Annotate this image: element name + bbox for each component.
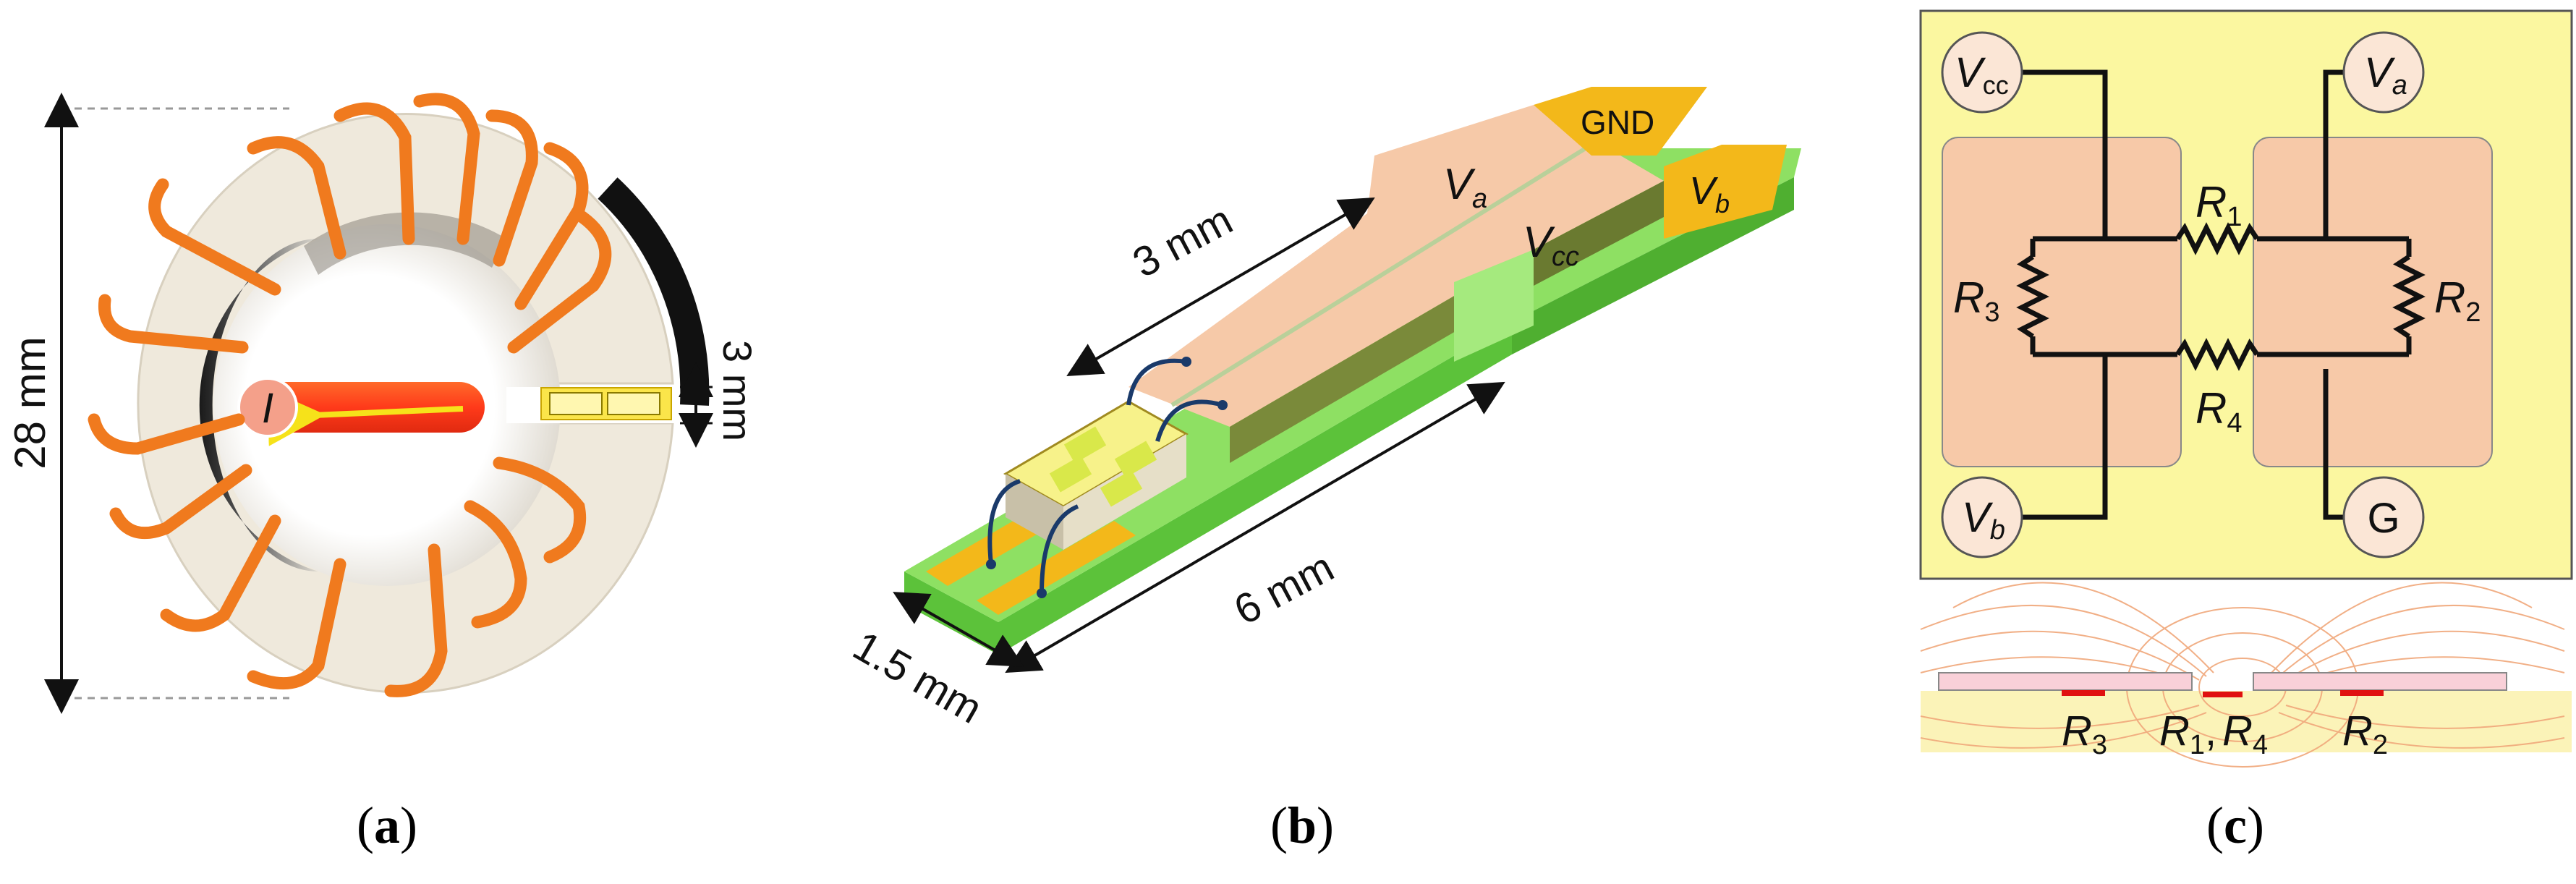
terminal-vcc-label: Vcc: [1955, 49, 2009, 100]
dim-6mm-label: 6 mm: [1227, 543, 1342, 634]
resistor-r1-label: R1: [2195, 178, 2242, 232]
sensor-chip: [540, 387, 672, 420]
pad-vcc-label: Vcc: [1523, 218, 1579, 272]
circuit-wires: [2015, 69, 2412, 520]
pad-gnd-shape: [1534, 87, 1707, 156]
section-r3-label: R3: [2062, 707, 2107, 760]
field-cross-section: R3 R1,R4 R2: [1920, 582, 2572, 768]
pad-va-label: Va: [1443, 160, 1487, 214]
winding-13: [88, 413, 245, 455]
left-copper-pad: [1942, 137, 2182, 467]
winding-9: [384, 543, 448, 697]
r2-element: [2340, 690, 2384, 696]
caption-a: (a): [357, 796, 417, 854]
r1r4-element: [2203, 692, 2243, 697]
winding-14: [98, 294, 249, 354]
toroid-windings: [88, 93, 612, 697]
pcb-notch-block: [1454, 250, 1534, 362]
current-symbol: I: [262, 385, 273, 432]
dim-15mm-label: 1.5 mm: [846, 622, 990, 733]
winding-6: [507, 211, 612, 354]
terminal-vb: [1941, 476, 2023, 558]
current-symbol-circle: [237, 377, 298, 438]
pad-vb-label: Vb: [1689, 169, 1730, 218]
winding-1: [247, 136, 347, 260]
current-direction-arrow: [266, 388, 464, 446]
resistor-r3-label: R3: [1953, 273, 1999, 328]
resistor-r1: [2175, 222, 2259, 255]
winding-15: [148, 178, 281, 296]
dim-28mm-label: 28 mm: [6, 336, 54, 469]
caption-c: (c): [2206, 796, 2264, 854]
right-conductor-section: [2253, 672, 2507, 691]
resistor-r2-label: R2: [2434, 273, 2481, 328]
terminal-va-label: Va: [2364, 49, 2407, 101]
terminal-va: [2342, 31, 2425, 114]
dim-3mm-gap-label: 3 mm: [715, 340, 760, 441]
panel-c-circuit: Vcc Va Vb G R1 R4 R3 R2: [1919, 9, 2573, 854]
winding-7: [493, 456, 587, 564]
panel-a-toroid: 28 mm 3 mm I: [6, 93, 760, 854]
dim-6mm-line: [1005, 381, 1505, 673]
resistor-r4: [2175, 338, 2259, 371]
winding-12: [109, 464, 252, 540]
panel-b-sensor-board: GND Vb Va Vcc 3 mm 6: [846, 87, 1801, 854]
winding-3: [413, 93, 480, 245]
winding-4: [485, 109, 538, 267]
r3-element: [2062, 690, 2105, 696]
copper-trace-right: [1534, 181, 1664, 286]
terminal-vcc: [1941, 31, 2023, 114]
winding-8: [464, 500, 527, 629]
dim-3mm-line: [1066, 197, 1375, 377]
resistor-r2: [2392, 255, 2426, 339]
right-copper-pad: [2253, 137, 2493, 467]
dim-15mm-line: [893, 592, 1024, 667]
left-conductor-section: [1938, 672, 2193, 691]
resistor-r4-label: R4: [2195, 384, 2242, 438]
winding-10: [247, 558, 347, 690]
resistor-r3: [2016, 255, 2049, 339]
winding-5: [514, 142, 589, 310]
pad-gnd-label: GND: [1581, 103, 1654, 141]
dim-3mm-label: 3 mm: [1126, 196, 1241, 286]
winding-11: [160, 514, 281, 632]
pad-vb-shape: [1664, 145, 1787, 239]
terminal-g-label: G: [2367, 495, 2399, 542]
winding-2: [333, 102, 415, 245]
section-r1r4-label: R1,R4: [2159, 707, 2268, 760]
terminal-vb-label: Vb: [1962, 494, 2005, 545]
terminal-g: [2342, 476, 2425, 558]
caption-b: (b): [1270, 796, 1334, 854]
section-r2-label: R2: [2342, 707, 2388, 760]
